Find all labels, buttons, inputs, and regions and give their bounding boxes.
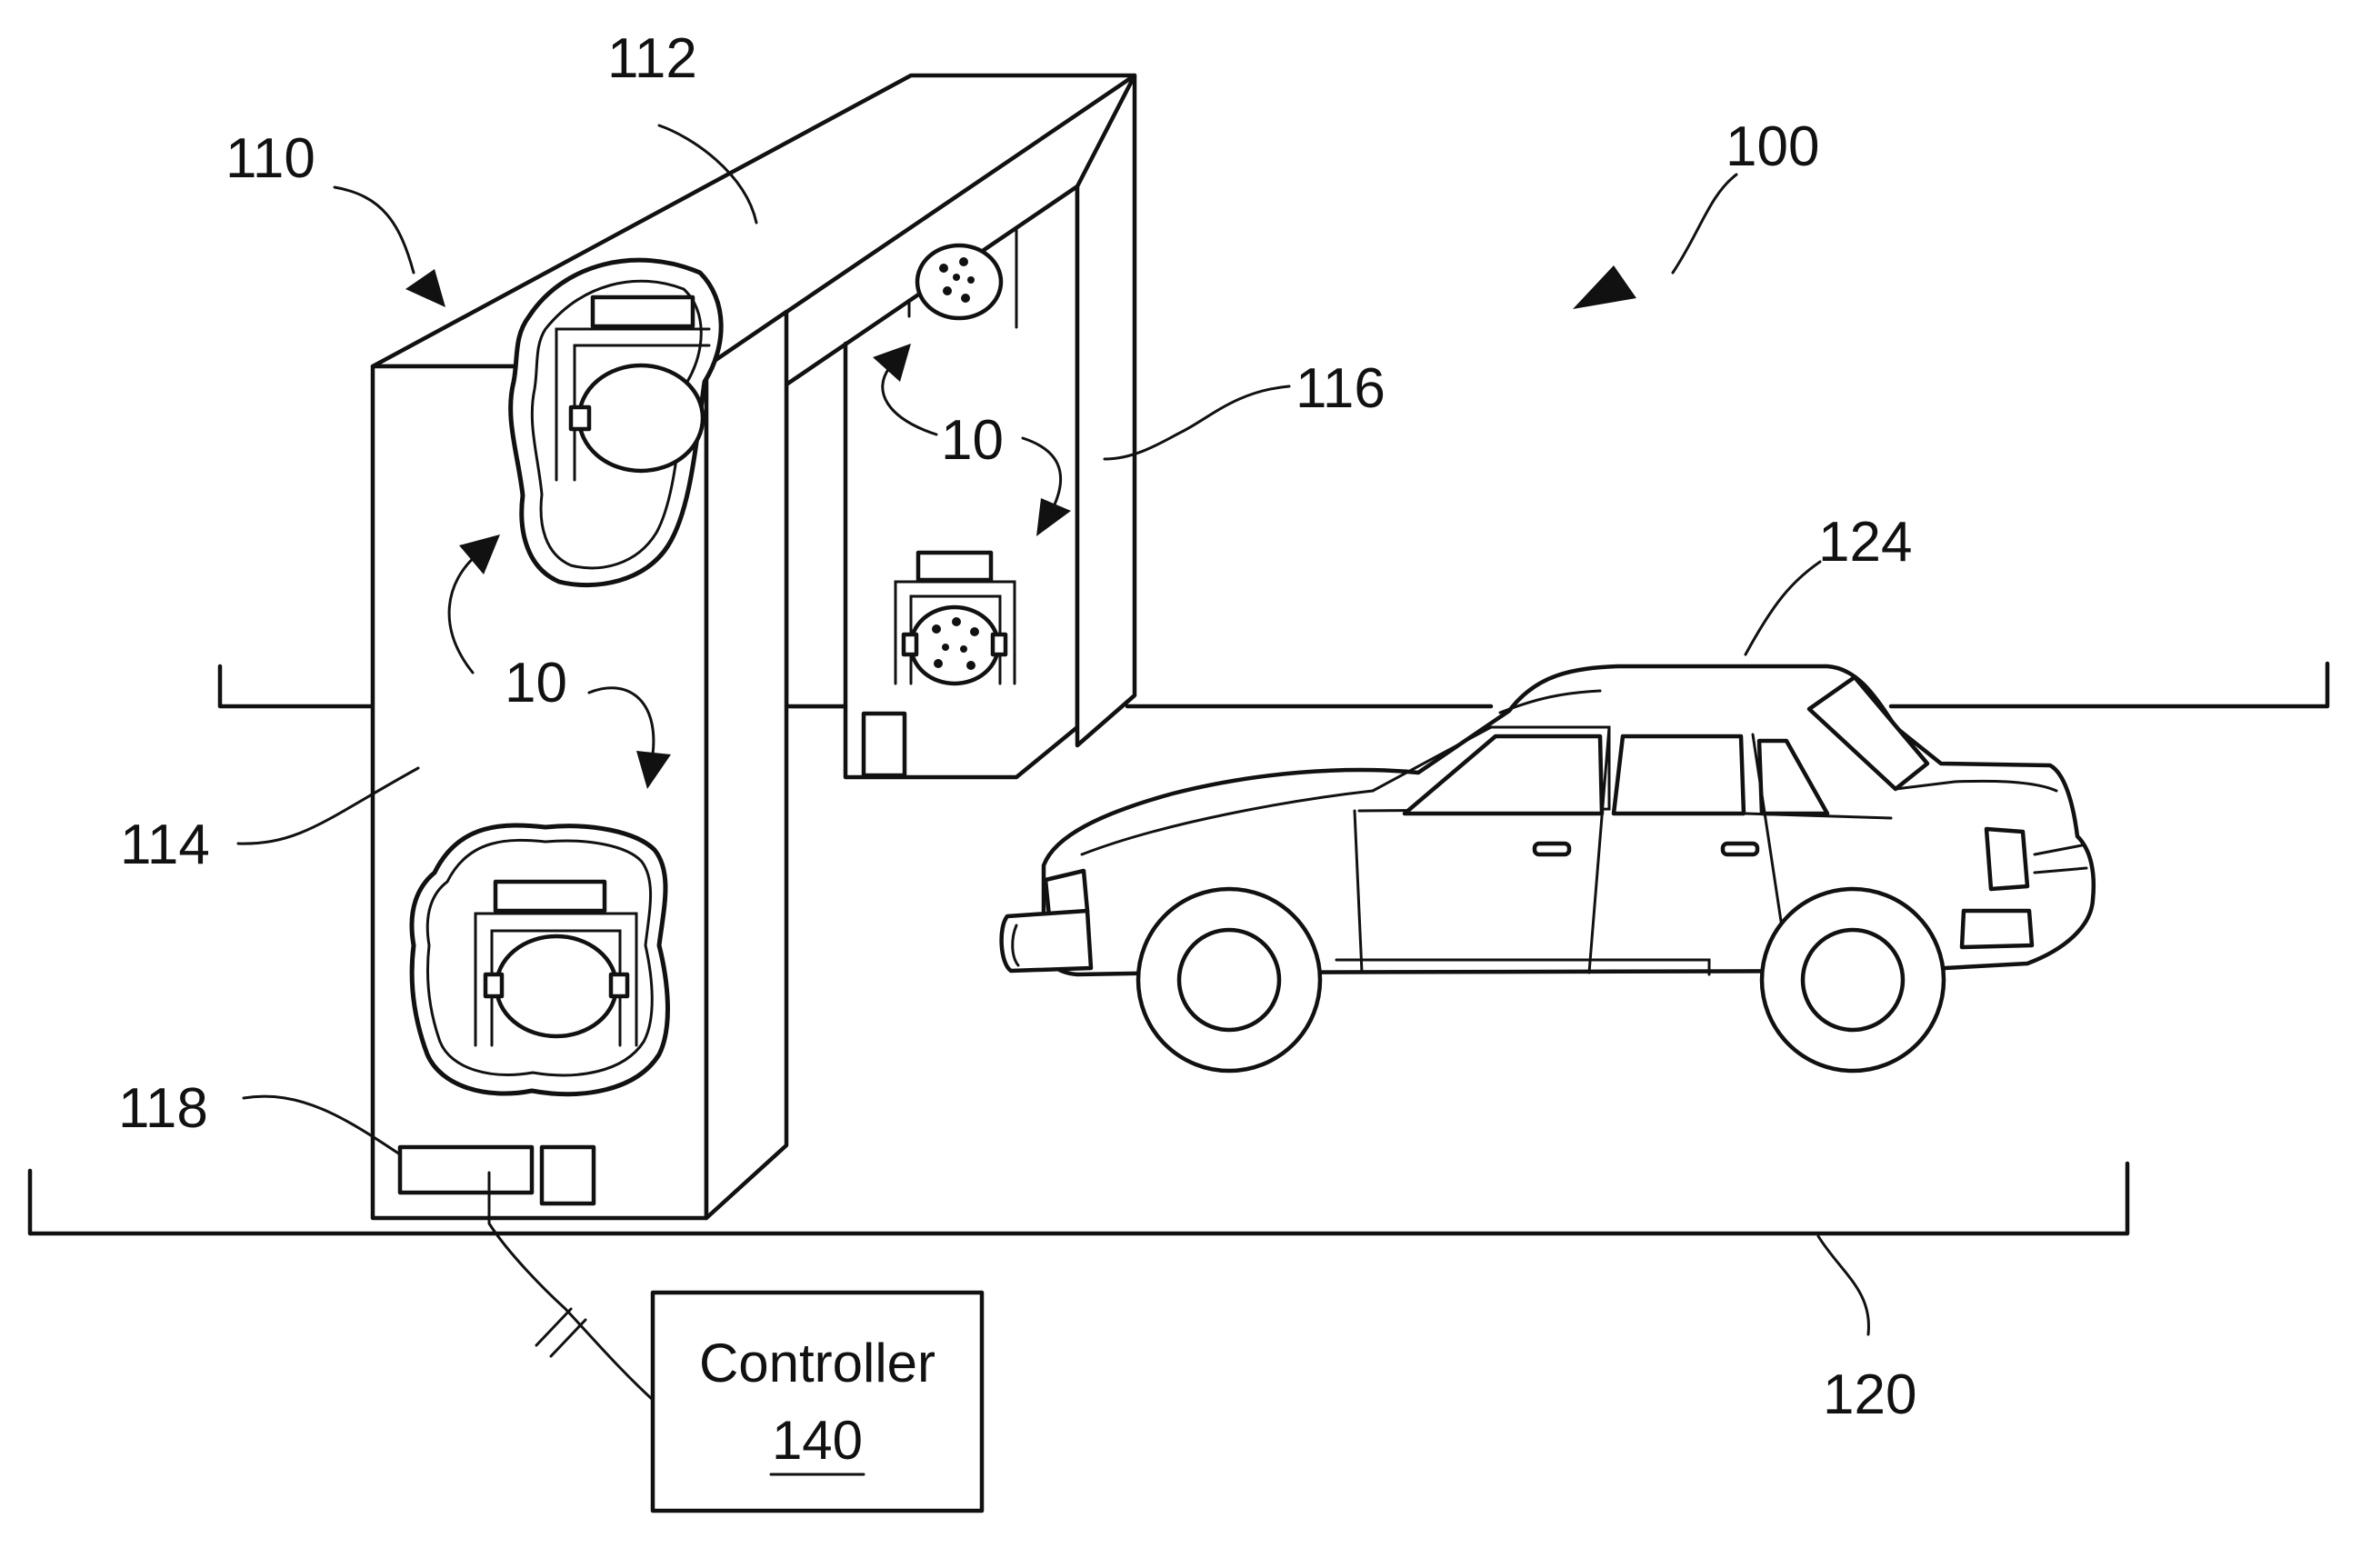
- label-vehicle: 124: [1818, 511, 1912, 574]
- label-top-beam: 112: [607, 27, 697, 90]
- sensor-window-lower-left: [412, 825, 667, 1094]
- label-sensor-left: 10: [505, 652, 567, 714]
- gantry-leader: [335, 187, 414, 273]
- label-gantry: 110: [225, 127, 315, 190]
- controller-number: 140: [772, 1410, 863, 1471]
- label-control-box: 118: [118, 1077, 208, 1140]
- front-road-line: [30, 1164, 2127, 1233]
- vehicle: [1002, 666, 2094, 1071]
- controller-box: [653, 1293, 982, 1511]
- label-right-pillar: 116: [1296, 357, 1386, 420]
- label-system: 100: [1726, 115, 1819, 178]
- vehicle-rear-window: [1614, 736, 1744, 814]
- road-leader: [1818, 1236, 1868, 1334]
- gantry-arrowhead: [405, 269, 445, 307]
- vehicle-leader: [1746, 562, 1820, 654]
- label-left-pillar: 114: [120, 814, 210, 876]
- left-pillar-side: [706, 312, 786, 1218]
- right-pillar-box: [864, 714, 905, 775]
- system-arrowhead: [1573, 265, 1636, 309]
- system-leader: [1673, 175, 1736, 273]
- label-road: 120: [1823, 1363, 1916, 1426]
- label-sensor-right: 10: [941, 409, 1004, 472]
- right-pillar-side: [1077, 75, 1135, 745]
- controller-title: Controller: [699, 1333, 935, 1393]
